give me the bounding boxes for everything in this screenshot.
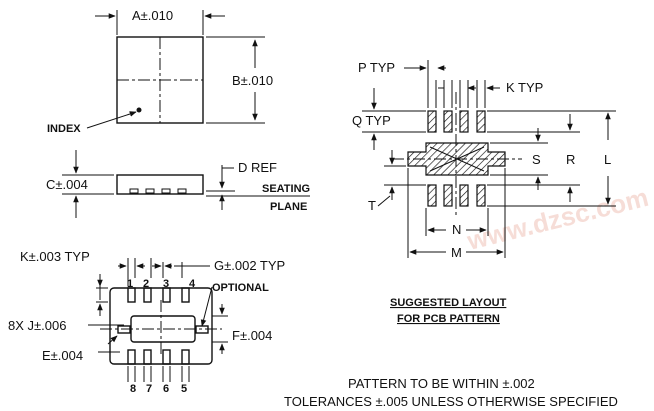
dim-b-label: B±.010 bbox=[232, 73, 273, 88]
pcb-pad-bottom-4 bbox=[476, 184, 486, 207]
dim-t-label: T bbox=[368, 198, 376, 213]
pin-label-6: 6 bbox=[163, 383, 169, 395]
seating-plane-line2: PLANE bbox=[270, 201, 307, 213]
pcb-caption-line1: SUGGESTED LAYOUT bbox=[390, 297, 507, 309]
optional-label: OPTIONAL bbox=[212, 282, 269, 294]
dim-q-label: Q TYP bbox=[352, 113, 391, 128]
pad-2 bbox=[143, 287, 152, 303]
dim-k-bottom-label: K±.003 TYP bbox=[20, 249, 90, 264]
dim-g-label: G±.002 TYP bbox=[214, 258, 285, 273]
top-view: A±.010 B±.010 INDEX bbox=[47, 8, 273, 135]
pcb-pad-top-1 bbox=[427, 110, 437, 133]
seating-plane-line1: SEATING bbox=[262, 183, 310, 195]
pad-5 bbox=[181, 349, 190, 365]
pcb-pad-top-2 bbox=[443, 110, 453, 133]
pin-label-3: 3 bbox=[163, 278, 169, 290]
dim-r-label: R bbox=[566, 152, 575, 167]
pad-7 bbox=[143, 349, 152, 365]
dim-e-label: E±.004 bbox=[42, 348, 83, 363]
dim-a-label: A±.010 bbox=[132, 8, 173, 23]
pad-6 bbox=[162, 349, 171, 365]
side-view: C±.004 D REF SEATING PLANE bbox=[46, 150, 310, 218]
note-line-1: PATTERN TO BE WITHIN ±.002 bbox=[348, 376, 535, 391]
bottom-view-body bbox=[109, 287, 213, 365]
dim-n-label: N bbox=[452, 222, 461, 237]
pin-label-4: 4 bbox=[189, 278, 196, 290]
note-line-2: TOLERANCES ±.005 UNLESS OTHERWISE SPECIF… bbox=[284, 394, 618, 409]
dim-k-pcb-label: K TYP bbox=[506, 80, 543, 95]
dim-p-label: P TYP bbox=[358, 60, 395, 75]
index-label: INDEX bbox=[47, 123, 81, 135]
pad-3 bbox=[162, 287, 171, 303]
pin-label-5: 5 bbox=[181, 383, 187, 395]
pcb-pad-top-3 bbox=[459, 110, 469, 133]
dim-f-label: F±.004 bbox=[232, 328, 272, 343]
notes: PATTERN TO BE WITHIN ±.002 TOLERANCES ±.… bbox=[284, 376, 618, 409]
watermark: www.dzsc.com bbox=[463, 182, 651, 256]
dim-m-label: M bbox=[451, 245, 462, 260]
pad-4 bbox=[181, 287, 190, 303]
side-view-body bbox=[116, 174, 204, 195]
pin-label-2: 2 bbox=[143, 278, 149, 290]
pad-1 bbox=[127, 287, 136, 303]
pcb-pad-top-4 bbox=[476, 110, 486, 133]
index-dot bbox=[136, 107, 142, 113]
dim-c-label: C±.004 bbox=[46, 177, 88, 192]
pin-label-7: 7 bbox=[146, 383, 152, 395]
pin-label-8: 8 bbox=[130, 383, 136, 395]
bottom-view: 1 2 3 4 8 7 6 5 K±.003 TYP G±.002 TYP OP… bbox=[8, 249, 285, 395]
pad-8 bbox=[127, 349, 136, 365]
dim-d-label: D REF bbox=[238, 160, 277, 175]
dim-s-label: S bbox=[532, 152, 541, 167]
pcb-caption-line2: FOR PCB PATTERN bbox=[397, 313, 500, 325]
dim-j-label: 8X J±.006 bbox=[8, 318, 66, 333]
pcb-pad-bottom-2 bbox=[443, 184, 453, 207]
pcb-pad-bottom-1 bbox=[427, 184, 437, 207]
dim-l-label: L bbox=[604, 152, 611, 167]
pcb-pad-bottom-3 bbox=[459, 184, 469, 207]
watermark-text: www.dzsc.com bbox=[463, 182, 651, 256]
pcb-layout: P TYP K TYP Q TYP S R L bbox=[352, 60, 616, 325]
pin-label-1: 1 bbox=[127, 278, 133, 290]
